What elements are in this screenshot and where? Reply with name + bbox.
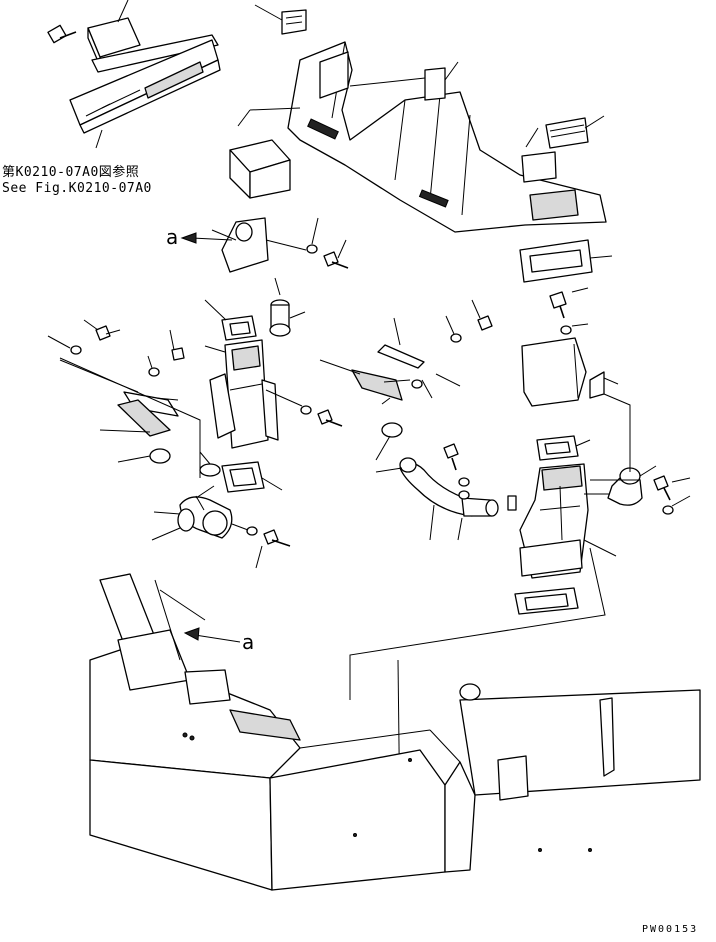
duct-adapter-left <box>229 107 301 199</box>
callout-label-lower: a <box>242 630 255 654</box>
right-washer-bolt <box>653 475 691 515</box>
grille-vent-top <box>254 4 307 35</box>
seal-gasket-right-bottom <box>514 587 579 615</box>
hose-clamp-far-left <box>117 448 171 464</box>
right-distributor-unit <box>519 463 617 579</box>
seal-gasket-left-bottom <box>221 461 283 493</box>
seal-gasket-right-top <box>519 239 613 283</box>
panel-screw <box>47 24 77 44</box>
reference-label-jp: 第K0210-07A0図参照 <box>2 165 140 180</box>
main-air-duct <box>287 41 607 233</box>
grille-vent-mid <box>349 61 459 101</box>
elbow-hose-upper <box>269 277 306 337</box>
elbow-joint-right <box>584 465 657 506</box>
left-bolt-washer-set <box>47 319 185 377</box>
cab-frame-lower <box>89 573 701 891</box>
vertical-duct-left <box>204 339 279 449</box>
leader-lines <box>59 357 640 831</box>
seal-gasket-left-top <box>204 299 257 341</box>
left-washer-bolt-3 <box>231 523 291 569</box>
louvre-flap-centre <box>319 359 403 405</box>
right-chamber-box <box>521 337 619 407</box>
control-panel-assembly <box>69 0 221 149</box>
flexible-hose-centre <box>375 457 517 541</box>
distributor-left-upper <box>211 217 307 273</box>
callout-arrow-upper <box>180 232 233 244</box>
louvre-flap-left <box>59 359 179 437</box>
hose-clamp-centre <box>375 422 403 461</box>
hose-clamp-left <box>199 451 221 477</box>
centre-bolt-vertical <box>443 443 470 500</box>
grille-vent-right <box>521 115 605 183</box>
callout-label-upper: a <box>166 225 179 249</box>
centre-mount-plate <box>377 317 425 369</box>
seal-gasket-right-mid <box>536 435 591 461</box>
elbow-joint-left <box>151 495 233 541</box>
drawing-code: PW00153 <box>642 924 699 935</box>
centre-bolt-washer <box>445 299 493 343</box>
reference-label-en: See Fig.K0210-07A0 <box>2 181 152 196</box>
centre-washer-small <box>383 373 461 399</box>
left-washer-bolt-2 <box>265 389 343 427</box>
left-washer-bolt-1 <box>306 217 349 269</box>
right-bolt-washer <box>549 287 589 335</box>
callout-arrow-lower <box>183 627 241 643</box>
